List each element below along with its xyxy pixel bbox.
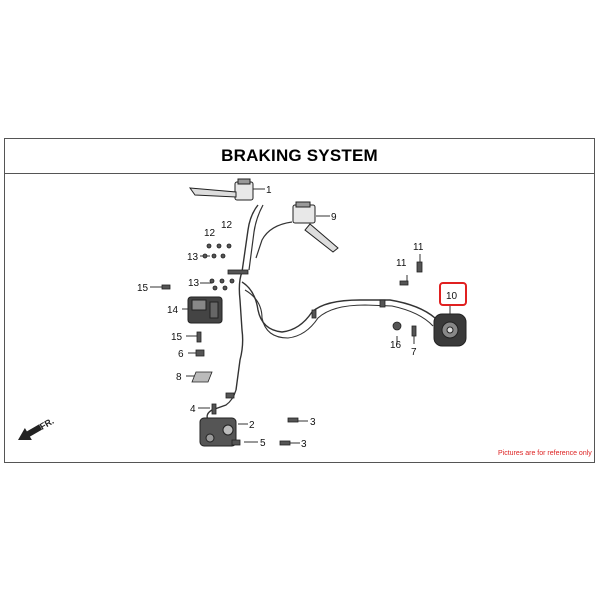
small-hardware — [161, 243, 423, 446]
brake-line-right-lever — [255, 221, 293, 259]
callout-2[interactable]: 2 — [249, 420, 255, 431]
callout-8[interactable]: 8 — [176, 372, 182, 383]
callout-6[interactable]: 6 — [178, 349, 184, 360]
brake-line-second — [248, 204, 264, 271]
callout-3-a[interactable]: 3 — [310, 417, 316, 428]
callout-12-b[interactable]: 12 — [221, 220, 233, 231]
brake-line-upper — [235, 204, 259, 391]
brake-line-rear-2 — [244, 289, 434, 339]
front-master-cylinder — [188, 178, 254, 201]
callout-13-a[interactable]: 13 — [187, 252, 199, 263]
callout-7[interactable]: 7 — [411, 347, 417, 358]
direction-label: FR. — [38, 416, 56, 432]
callout-15-b[interactable]: 15 — [171, 332, 183, 343]
callout-1[interactable]: 1 — [266, 185, 272, 196]
front-caliper — [199, 417, 237, 447]
page-title: BRAKING SYSTEM — [221, 146, 378, 165]
callout-9[interactable]: 9 — [331, 212, 337, 223]
rear-master-cylinder — [292, 201, 339, 253]
callout-10[interactable]: 10 — [446, 291, 458, 302]
title-bar: BRAKING SYSTEM — [5, 139, 594, 174]
highlight-box — [439, 282, 467, 306]
callout-16[interactable]: 16 — [390, 340, 402, 351]
callout-13-b[interactable]: 13 — [188, 278, 200, 289]
abs-modulator — [187, 296, 223, 324]
callout-11-b[interactable]: 11 — [396, 258, 407, 269]
brake-line-rear — [241, 281, 436, 333]
callout-11-a[interactable]: 11 — [413, 242, 424, 253]
callout-14[interactable]: 14 — [167, 305, 179, 316]
rear-caliper — [433, 313, 467, 347]
disclaimer: Pictures are for reference only — [498, 450, 592, 457]
callout-4[interactable]: 4 — [190, 404, 196, 415]
callout-5[interactable]: 5 — [260, 438, 266, 449]
callout-12-a[interactable]: 12 — [204, 228, 216, 239]
callout-15-a[interactable]: 15 — [137, 283, 149, 294]
diagram-frame: BRAKING SYSTEM — [4, 138, 595, 463]
callout-3-b[interactable]: 3 — [301, 439, 307, 450]
front-direction-arrow-icon — [18, 424, 43, 441]
